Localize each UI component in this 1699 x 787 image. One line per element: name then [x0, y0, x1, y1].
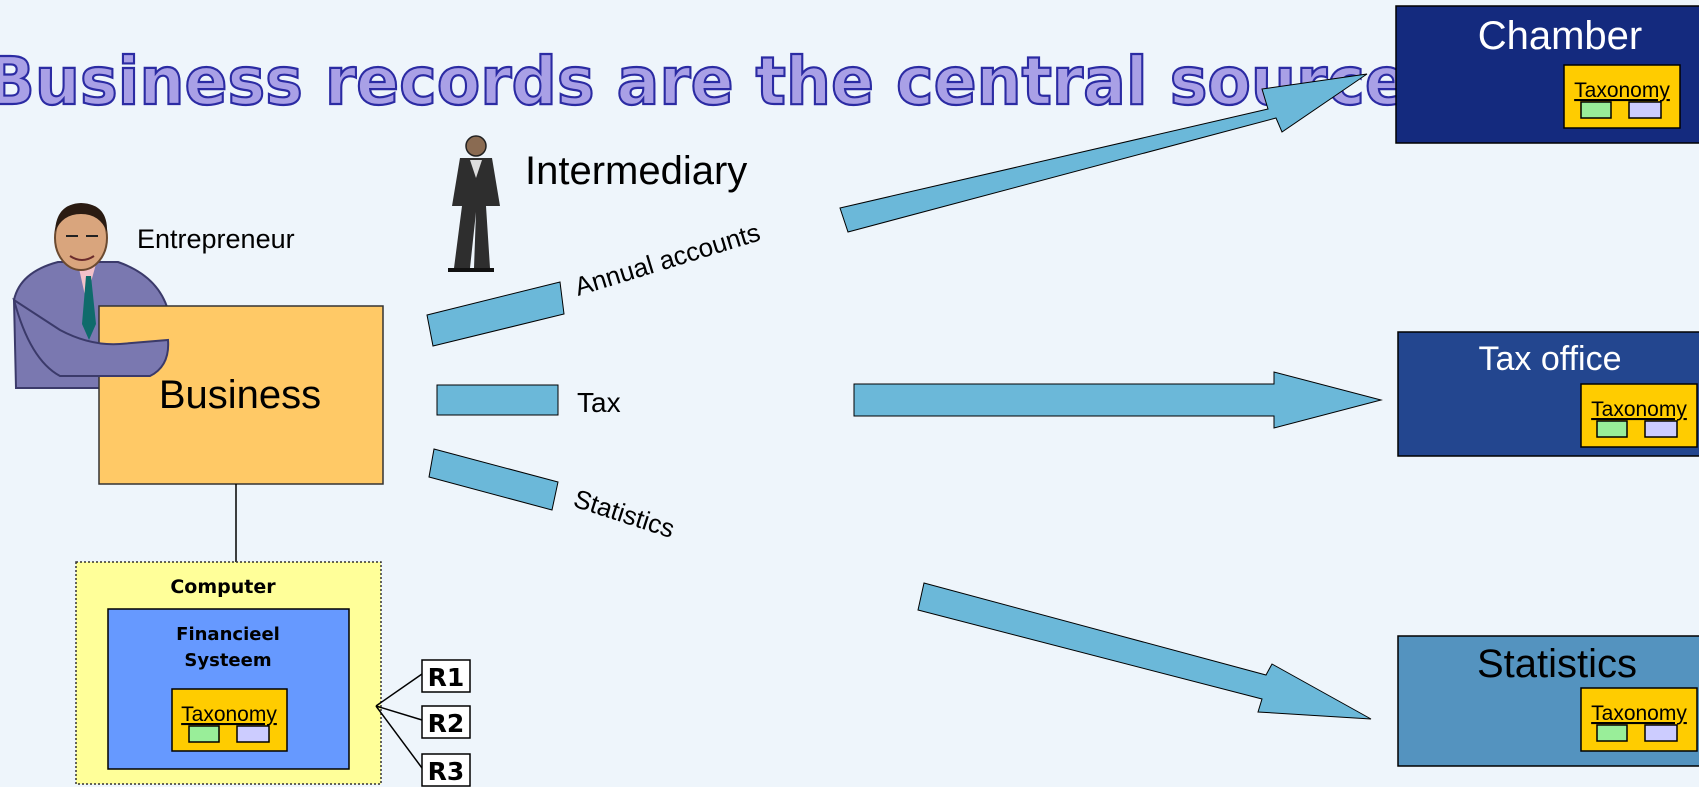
- tax-arrow: [436, 371, 1383, 429]
- business-label: Business: [159, 373, 321, 417]
- report-r2: R2: [421, 705, 471, 739]
- statistics-flow-label: Statistics: [570, 483, 678, 544]
- report-r3: R3: [421, 753, 471, 787]
- report-r1: R1: [421, 659, 471, 693]
- intermediary-figure-icon: [448, 135, 500, 272]
- entrepreneur-label: Entrepreneur: [137, 224, 295, 254]
- tax-office-label: Tax office: [1478, 340, 1621, 378]
- svg-text:R1: R1: [428, 663, 465, 692]
- chamber-label: Chamber: [1478, 14, 1643, 58]
- report-connectors: [375, 673, 423, 769]
- financial-system-label-line2: Systeem: [184, 650, 271, 671]
- tax-office-taxonomy-label: Taxonomy: [1591, 398, 1687, 421]
- financial-system-label-line1: Financieel: [176, 624, 280, 645]
- computer-label: Computer: [170, 576, 276, 598]
- annual-accounts-label: Annual accounts: [571, 217, 764, 302]
- business-box: [98, 305, 384, 485]
- chamber-box: Chamber Taxonomy: [1395, 5, 1699, 144]
- statistics-taxonomy-label: Taxonomy: [1591, 702, 1687, 725]
- statistics-arrow: [428, 448, 1372, 720]
- intermediary-label: Intermediary: [525, 149, 747, 193]
- computer-taxonomy: Taxonomy: [171, 688, 288, 752]
- svg-text:R2: R2: [428, 709, 465, 738]
- computer-taxonomy-label: Taxonomy: [181, 703, 277, 726]
- annual-accounts-arrow: [426, 73, 1368, 347]
- statistics-target-label: Statistics: [1477, 642, 1637, 686]
- svg-text:R3: R3: [428, 757, 465, 786]
- tax-office-box: Tax office Taxonomy: [1397, 331, 1699, 457]
- chamber-taxonomy-label: Taxonomy: [1574, 79, 1670, 102]
- diagram-title: Business records are the central source: [0, 44, 1408, 121]
- statistics-target-box: Statistics Taxonomy: [1397, 635, 1699, 767]
- tax-label: Tax: [577, 387, 621, 418]
- entrepreneur-arms-icon: [12, 297, 170, 377]
